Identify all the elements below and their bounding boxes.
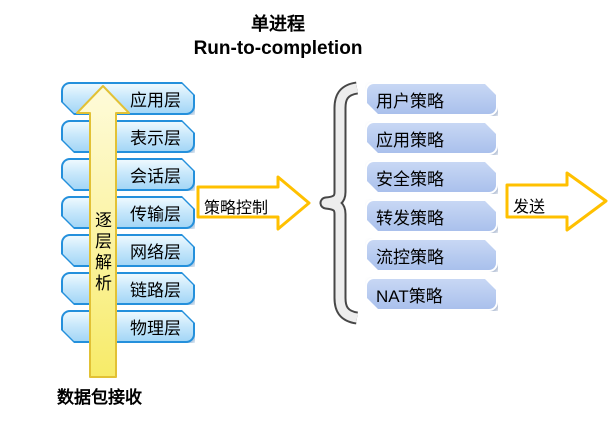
policy-box: NAT策略: [365, 277, 498, 311]
policy-label: 用户策略: [367, 84, 496, 114]
osi-layer-label: 链路层: [63, 274, 193, 303]
diagram-title-cn: 单进程: [251, 14, 305, 34]
osi-layer-label: 物理层: [63, 312, 193, 341]
policy-box: 转发策略: [365, 199, 498, 233]
osi-layer-box: 链路层: [61, 272, 195, 305]
packet-receive-label: 数据包接收: [57, 388, 142, 407]
osi-layer-label: 网络层: [63, 236, 193, 265]
osi-layer-box: 会话层: [61, 158, 195, 191]
osi-layer-box: 传输层: [61, 196, 195, 229]
policy-box: 应用策略: [365, 121, 498, 155]
osi-layer-box: 物理层: [61, 310, 195, 343]
policy-box: 用户策略: [365, 82, 498, 116]
policy-label: NAT策略: [367, 279, 496, 309]
osi-layer-box: 网络层: [61, 234, 195, 267]
policy-label: 安全策略: [367, 162, 496, 192]
send-label: 发送: [513, 199, 546, 216]
diagram-title: 单进程 Run-to-completion: [128, 13, 428, 61]
osi-layer-label: 传输层: [63, 198, 193, 227]
policy-box: 流控策略: [365, 238, 498, 272]
parse-arrow-label: 逐层解析: [95, 211, 112, 293]
diagram-title-en: Run-to-completion: [193, 38, 363, 59]
policy-label: 应用策略: [367, 123, 496, 153]
send-arrow-icon: [505, 171, 608, 232]
policy-label: 转发策略: [367, 201, 496, 231]
osi-layer-label: 表示层: [63, 122, 193, 151]
policy-label: 流控策略: [367, 240, 496, 270]
osi-layer-label: 会话层: [63, 160, 193, 189]
upward-parse-arrow-icon: [76, 85, 130, 378]
policy-control-arrow-icon: [196, 175, 311, 231]
osi-layer-box: 表示层: [61, 120, 195, 153]
policy-control-label: 策略控制: [204, 200, 269, 217]
grouping-brace-icon: [319, 81, 359, 325]
policy-box: 安全策略: [365, 160, 498, 194]
